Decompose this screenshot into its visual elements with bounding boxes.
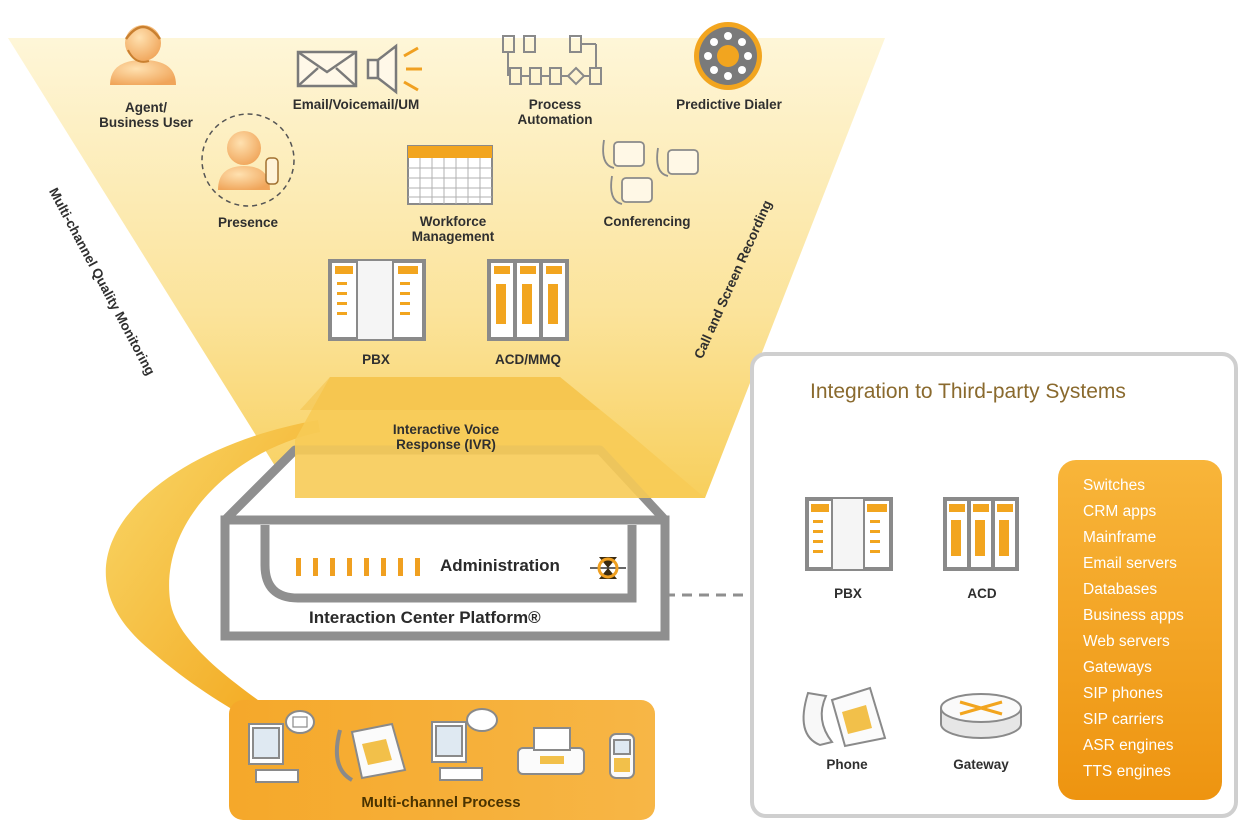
integration-title: Integration to Third-party Systems [810,380,1126,403]
presence-label: Presence [217,215,279,230]
email-icon [296,50,358,88]
system-item: Business apps [1083,607,1184,624]
system-item: Web servers [1083,633,1170,650]
panel-gateway-icon [940,693,1022,739]
flowchart-icon [502,35,602,86]
panel-pbx-label: PBX [834,586,862,601]
agent-icon [110,25,176,85]
panel-acd-icon [943,497,1019,571]
system-item: SIP phones [1083,685,1163,702]
process-flow-arc [105,420,320,720]
panel-phone-icon [802,686,887,748]
agent-label: Agent/ Business User [99,100,193,130]
panel-pbx-icon [805,497,893,571]
process-bar-label: Multi-channel Process [361,794,521,811]
conference-phones-icon [602,139,699,205]
dialer-icon [694,22,762,90]
pbx-cabinet-icon [328,259,426,341]
panel-acd-label: ACD [967,586,997,601]
conferencing-label: Conferencing [603,214,691,229]
system-item: Gateways [1083,659,1152,676]
system-item: Databases [1083,581,1158,598]
speaker-icon [366,43,422,95]
system-item: TTS engines [1083,763,1171,780]
acd-cabinet-icon [487,259,569,341]
panel-gateway-label: Gateway [953,757,1009,772]
process-computer-chat-icon [431,708,498,781]
funnel-background [8,38,885,498]
process-computer-email-icon [248,710,315,783]
system-item: CRM apps [1083,503,1157,520]
acd-mmq-label: ACD/MMQ [495,352,561,367]
system-item: Email servers [1083,555,1177,572]
system-item: Switches [1083,477,1146,494]
system-item: ASR engines [1083,737,1174,754]
panel-phone-label: Phone [826,757,868,772]
process-mobile-icon [609,733,635,779]
presence-icon [201,113,295,207]
system-item: Mainframe [1083,529,1157,546]
process-fax-icon [517,727,585,775]
dialer-label: Predictive Dialer [676,97,782,112]
process-phone-icon [335,722,407,782]
administration-label: Administration [440,556,560,575]
workforce-label: Workforce Management [411,214,495,244]
process-automation-label: Process Automation [517,97,593,127]
admin-gear-icon [590,557,626,579]
admin-bars [296,558,420,576]
email-label: Email/Voicemail/UM [292,97,420,112]
calendar-icon [407,145,493,205]
systems-list-box [1058,460,1222,800]
system-item: SIP carriers [1083,711,1164,728]
platform-name-label: Interaction Center Platform® [309,608,541,627]
ivr-label: Interactive Voice Response (IVR) [392,422,500,452]
pbx-label: PBX [362,352,390,367]
